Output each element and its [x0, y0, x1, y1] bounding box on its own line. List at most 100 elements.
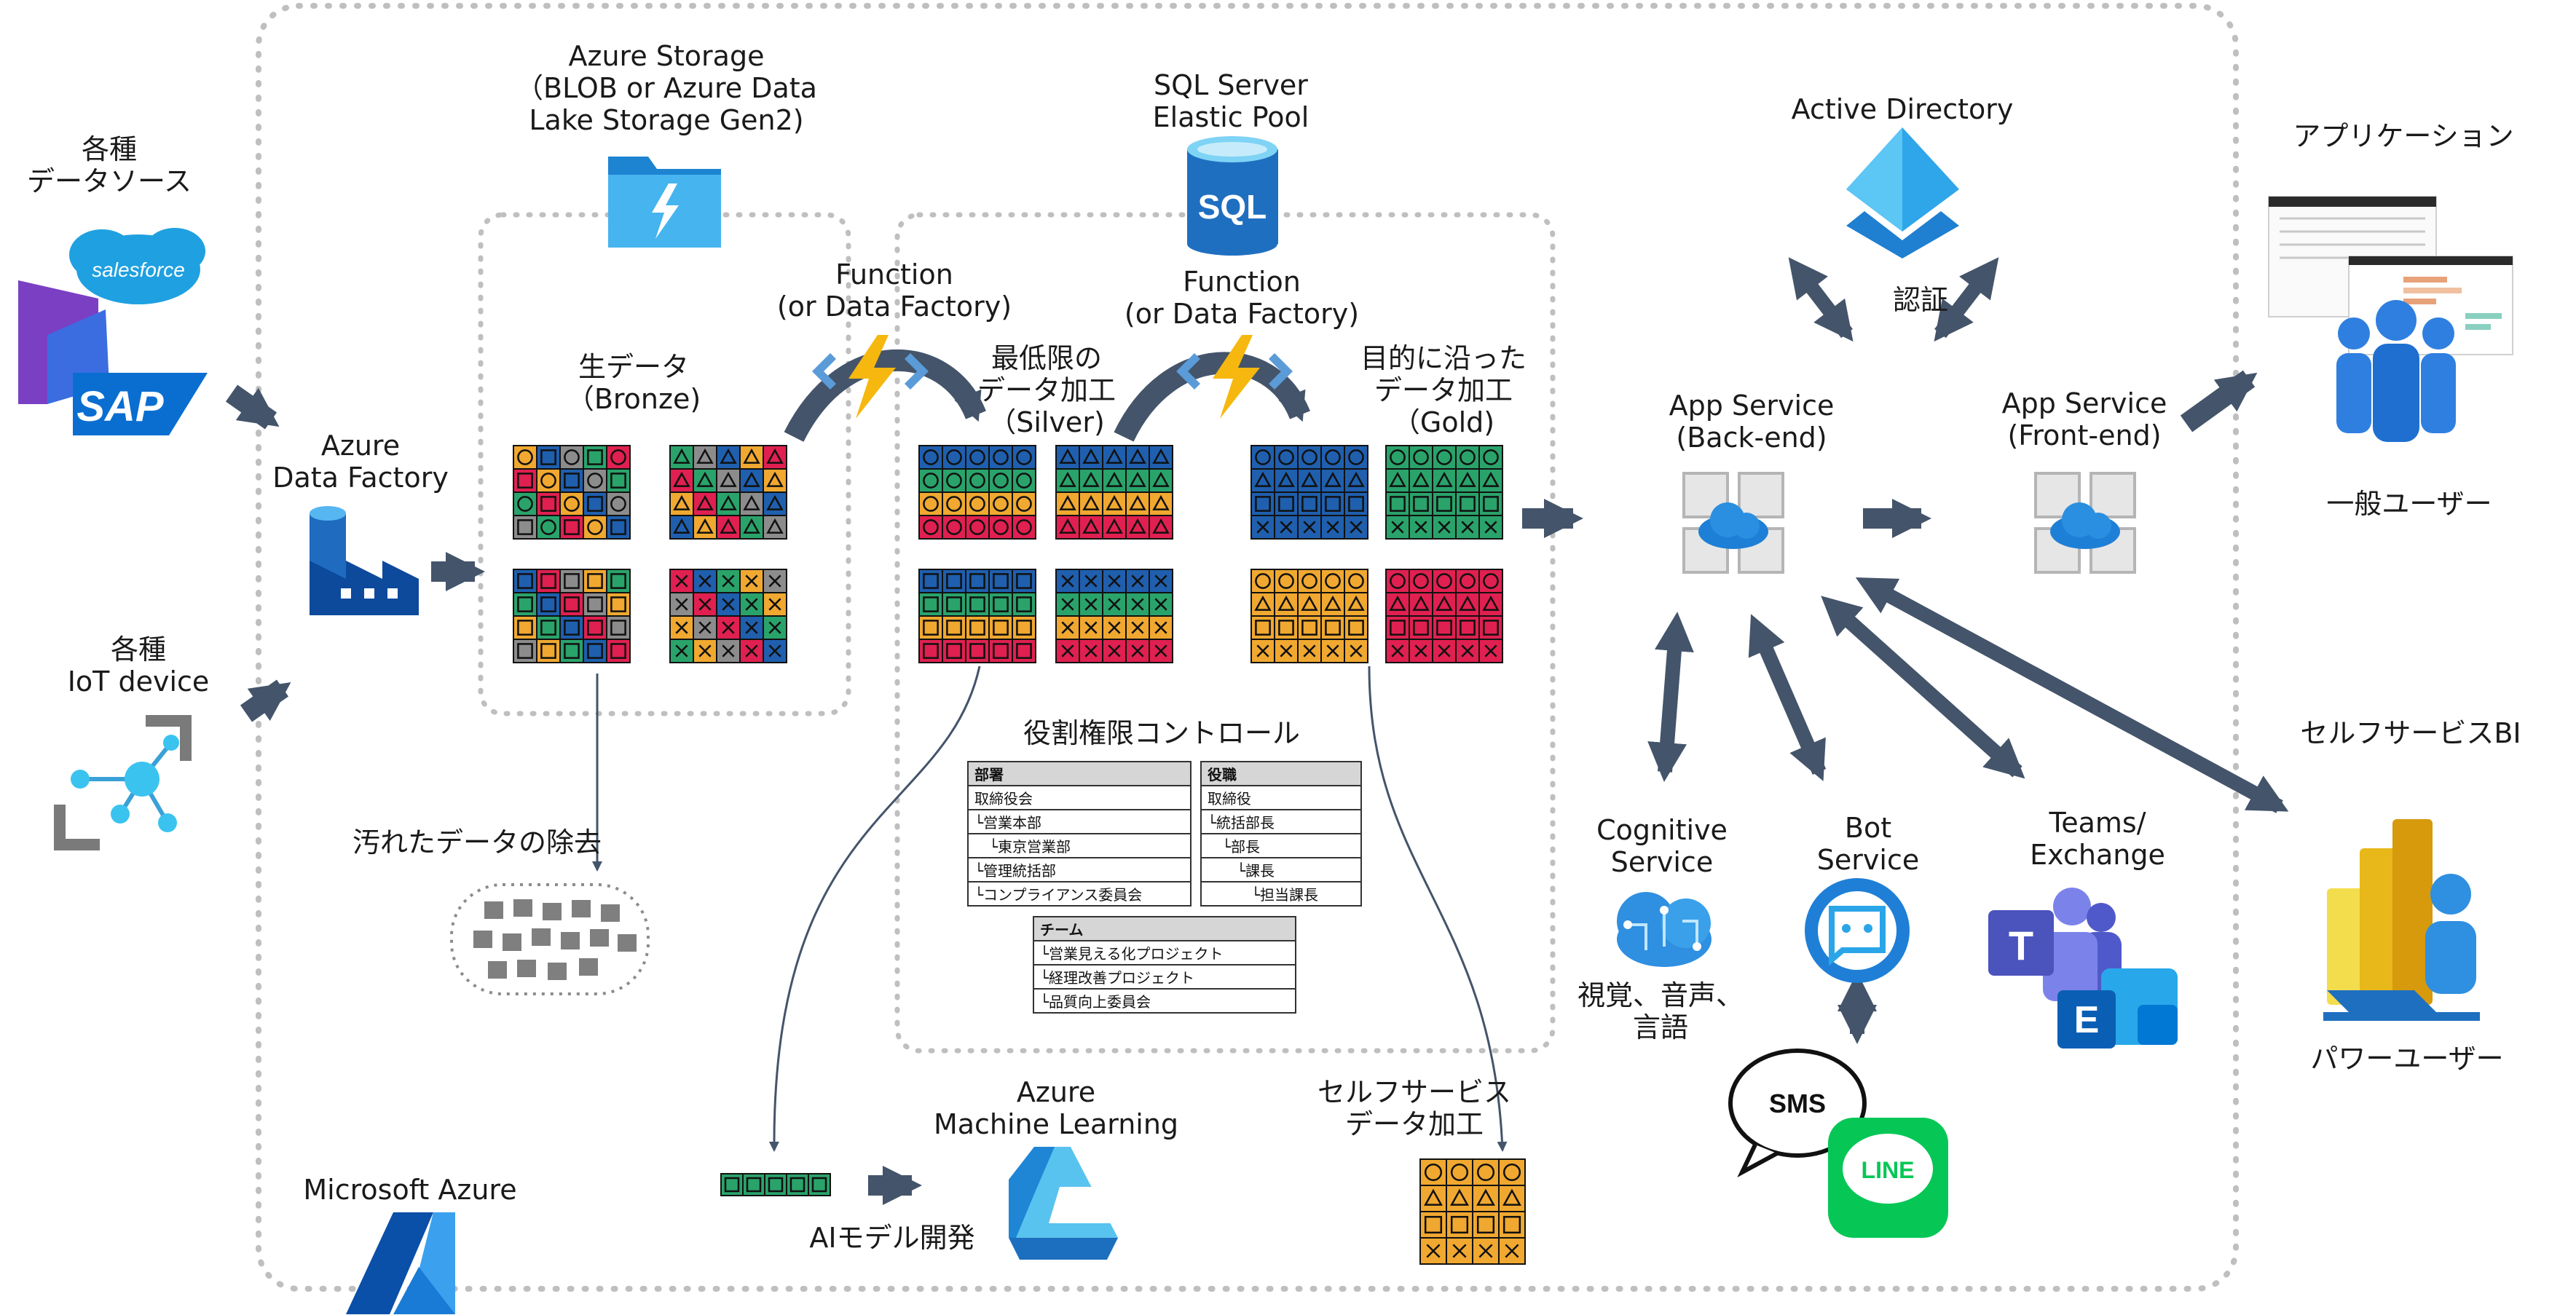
azure-ml-icon	[1009, 1147, 1118, 1260]
function2-label: Function (or Data Factory)	[1124, 266, 1359, 330]
selfservice-data-line1: セルフサービス	[1317, 1076, 1512, 1108]
storage-boundary	[478, 212, 851, 716]
bronze-label-line2: （Bronze)	[566, 383, 701, 415]
curve-silver-gold	[1114, 352, 1310, 442]
backend-label-line2: (Back-end)	[1676, 422, 1827, 454]
data-factory-icon	[310, 506, 419, 615]
bot-label: Bot Service	[1817, 812, 1919, 876]
team-table: チーム └営業見える化プロジェクト └経理改善プロジェクト └品質向上委員会	[1033, 916, 1296, 1014]
cognitive-icon	[1617, 892, 1712, 967]
sql-label-line2: Elastic Pool	[1152, 101, 1309, 133]
arrow-backend-selfbi	[1855, 577, 2289, 813]
sources-title-line2: データソース	[26, 165, 192, 197]
svg-text:salesforce: salesforce	[92, 258, 185, 281]
arrow-frontend-to-app	[2180, 370, 2258, 433]
storage-icon	[608, 157, 721, 248]
arrow-ad-frontend	[1934, 257, 1999, 342]
silver-label-line3: （Silver)	[988, 406, 1105, 438]
flow-arrows	[225, 370, 2258, 1205]
silver-label: 最低限の データ加工 （Silver)	[977, 342, 1116, 438]
azure-logo-icon	[346, 1212, 455, 1314]
silver-label-line2: データ加工	[977, 374, 1116, 406]
cognitive-label: Cognitive Service	[1596, 814, 1728, 878]
dept-row: └コンプライアンス委員会	[967, 881, 1192, 907]
app-title: アプリケーション	[2293, 120, 2514, 152]
role-row: └担当課長	[1200, 881, 1362, 907]
sap-icon: SAP	[73, 373, 208, 435]
storage-label-line1: Azure Storage	[568, 40, 765, 72]
dept-row: └東京営業部	[967, 833, 1192, 858]
svg-text:T: T	[2009, 923, 2033, 968]
team-row: └品質向上委員会	[1033, 988, 1296, 1014]
arrow-sources-to-adf	[225, 384, 280, 430]
frontend-label-line2: (Front-end)	[2007, 419, 2162, 451]
power-users-label: パワーユーザー	[2310, 1043, 2504, 1075]
team-row: └営業見える化プロジェクト	[1033, 940, 1296, 965]
cognitive-label-line2: Service	[1610, 846, 1714, 878]
gold-label-line1: 目的に沿った	[1360, 342, 1527, 374]
selfservice-data-label: セルフサービス データ加工	[1317, 1076, 1511, 1140]
users-icon	[2336, 300, 2456, 442]
aml-label: Azure Machine Learning	[934, 1076, 1178, 1140]
arrow-iot-to-adf	[240, 679, 291, 722]
selfservice-data-line2: データ加工	[1344, 1108, 1484, 1140]
role-row: 取締役	[1200, 785, 1362, 810]
bot-label-line2: Service	[1816, 844, 1920, 876]
teams-label-line1: Teams/	[2049, 807, 2146, 839]
auth-label: 認証	[1892, 284, 1949, 316]
general-users-label: 一般ユーザー	[2326, 488, 2492, 520]
backend-label-line1: App Service	[1669, 390, 1835, 422]
adf-label-line2: Data Factory	[272, 462, 449, 494]
adf-label-line1: Azure	[320, 430, 401, 462]
arrow-backend-teams	[1821, 596, 2025, 779]
backend-label: App Service (Back-end)	[1669, 390, 1835, 454]
dept-row: └管理統括部	[967, 857, 1192, 882]
app-service-icon-2	[2034, 472, 2136, 574]
function-icon	[812, 335, 929, 419]
team-row: └経理改善プロジェクト	[1033, 964, 1296, 990]
cognitive-label-line1: Cognitive	[1596, 814, 1728, 846]
cognitive-sub-line1: 視覚、音声、	[1577, 979, 1744, 1011]
svg-text:SQL: SQL	[1198, 188, 1267, 226]
bot-label-line1: Bot	[1844, 812, 1892, 844]
svg-text:SAP: SAP	[76, 383, 164, 430]
rbac-label: 役割権限コントロール	[1023, 717, 1301, 749]
dept-header: 部署	[967, 761, 1192, 786]
team-header: チーム	[1033, 916, 1296, 941]
powerbi-icon	[2323, 819, 2480, 1021]
dept-row: 取締役会	[967, 785, 1192, 810]
storage-label-line2: （BLOB or Azure Data	[516, 72, 817, 104]
data-grids	[513, 445, 1526, 1265]
gold-label-line3: （Gold)	[1392, 406, 1495, 438]
ad-label: Active Directory	[1791, 93, 2014, 125]
iot-title-line1: 各種	[110, 633, 167, 666]
svg-text:LINE: LINE	[1862, 1157, 1915, 1183]
arrow-backend-bot	[1748, 614, 1827, 781]
gold-label-line2: データ加工	[1374, 374, 1513, 406]
teams-label-line2: Exchange	[2030, 839, 2165, 871]
app-service-icon	[1682, 472, 1784, 574]
iot-icon	[54, 715, 192, 850]
function-icon-2	[1176, 335, 1293, 419]
line-icon: LINE	[1828, 1118, 1948, 1238]
function2-label-line1: Function	[1183, 266, 1301, 298]
role-row: └部長	[1200, 833, 1362, 858]
aml-label-line2: Machine Learning	[933, 1108, 1179, 1140]
function1-label-line1: Function	[835, 258, 953, 291]
role-table: 役職 取締役 └統括部長 └部長 └課長 └担当課長	[1200, 761, 1362, 907]
iot-title-line2: IoT device	[67, 666, 210, 698]
active-directory-icon	[1846, 127, 1959, 258]
bidirectional-arrows	[1647, 257, 2289, 1044]
silver-label-line1: 最低限の	[990, 342, 1103, 374]
ai-model-label: AIモデル開発	[809, 1222, 975, 1254]
storage-label-line3: Lake Storage Gen2)	[529, 104, 804, 136]
sql-icon: SQL	[1187, 136, 1278, 256]
svg-text:SMS: SMS	[1769, 1089, 1826, 1118]
selfservice-bi-label: セルフサービスBI	[2300, 717, 2521, 749]
teams-label: Teams/ Exchange	[2030, 807, 2165, 871]
svg-text:E: E	[2074, 999, 2100, 1041]
bronze-label: 生データ （Bronze)	[567, 351, 701, 415]
sql-boundary	[894, 212, 1556, 1054]
